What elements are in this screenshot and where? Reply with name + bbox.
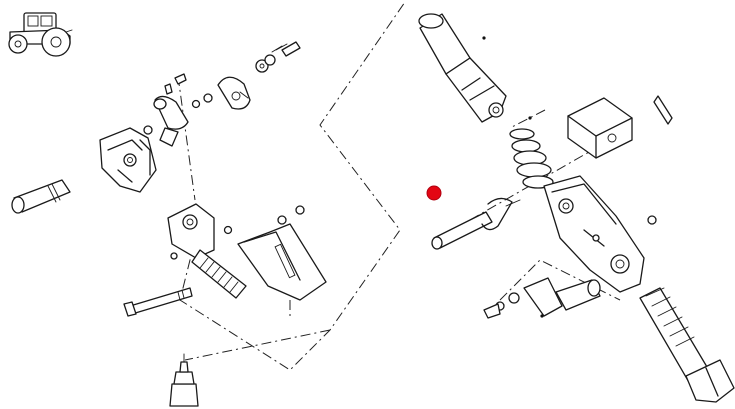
crank-pin (143, 73, 189, 147)
red-marker (426, 185, 442, 201)
guide-plate (237, 205, 327, 301)
long-pin (11, 179, 71, 214)
clevis-rod (167, 203, 247, 299)
main-bracket (99, 127, 157, 193)
bellows-boot (509, 128, 554, 189)
clevis-pin (431, 197, 521, 250)
rectangular-block (567, 97, 633, 159)
cylinder-body (418, 13, 532, 123)
sealant-bottle-icon (169, 353, 199, 407)
tab-plate (191, 76, 251, 110)
key-pin (653, 95, 673, 125)
crank-arm (483, 277, 601, 319)
threaded-bolt (639, 287, 735, 403)
small-screw (255, 41, 301, 73)
long-bolt (123, 287, 193, 317)
link-plate (543, 175, 657, 293)
tractor-icon (8, 12, 73, 57)
